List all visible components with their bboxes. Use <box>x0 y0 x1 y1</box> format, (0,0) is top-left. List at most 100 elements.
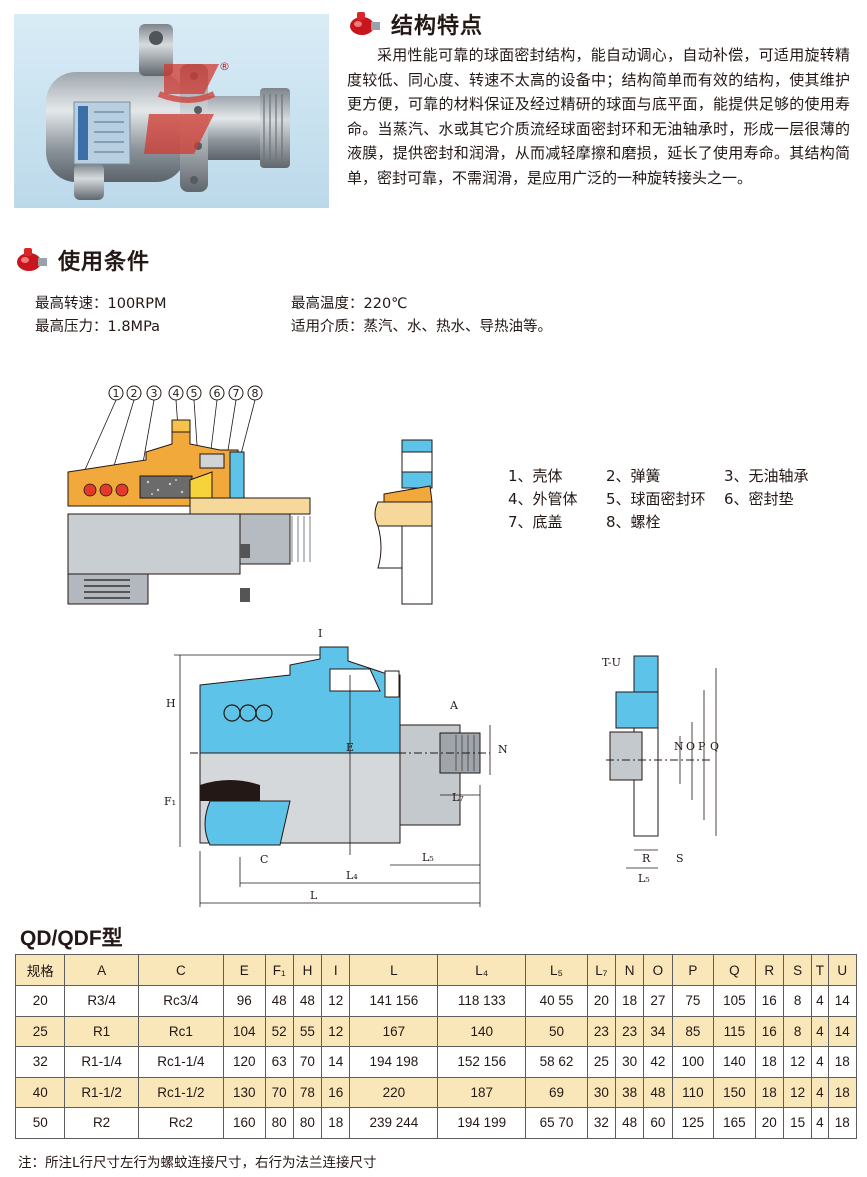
table-cell: 194 198 <box>349 1046 439 1078</box>
col-header: L <box>349 954 439 986</box>
table-cell: 58 62 <box>525 1046 588 1078</box>
table-cell: R2 <box>64 1107 139 1139</box>
table-cell: 125 <box>671 1107 715 1139</box>
table-cell: 150 <box>713 1076 756 1108</box>
table-cell: 18 <box>827 1107 858 1139</box>
table-cell: 187 <box>437 1076 527 1108</box>
dim-label-L4: L₄ <box>346 869 358 882</box>
part-number-8: 8 <box>247 385 263 401</box>
dim-label-R: R <box>642 852 651 865</box>
section-conditions-title: 使用条件 <box>58 250 151 275</box>
table-cell: 34 <box>643 1015 673 1047</box>
table-cell: 14 <box>827 985 858 1017</box>
table-cell: 23 <box>614 1015 645 1047</box>
table-cell: 165 <box>713 1107 756 1139</box>
table-cell: 18 <box>614 985 645 1017</box>
dim-label-N: N <box>498 743 508 756</box>
svg-text:8: 8 <box>252 387 259 400</box>
table-cell: 118 133 <box>437 985 527 1017</box>
spec-table: 规格 A C E F₁ H I L L₄ L₅ L₇ N O P Q R S T… <box>14 954 858 1139</box>
part-number-1: 1 <box>108 385 124 401</box>
table-cell: 4 <box>811 1107 829 1139</box>
legend-oilless-bearing: 3、无油轴承 <box>724 467 809 485</box>
table-cell: 14 <box>321 1046 351 1078</box>
table-cell: 16 <box>321 1076 351 1108</box>
table-cell: 75 <box>671 985 715 1017</box>
table-cell: 115 <box>713 1015 756 1047</box>
cross-section-diagram: 1 2 3 4 5 6 7 8 <box>67 385 311 605</box>
col-header: E <box>222 954 266 986</box>
table-cell: 70 <box>264 1076 294 1108</box>
svg-text:3: 3 <box>151 387 158 400</box>
col-header: Q <box>713 954 756 986</box>
legend-row-1: 1、壳体 2、弹簧 3、无油轴承 <box>508 465 809 488</box>
legend-spring: 2、弹簧 <box>606 467 661 485</box>
dim-label-S: S <box>676 852 684 865</box>
table-cell: 20 <box>14 985 66 1017</box>
table-cell: 25 <box>586 1046 616 1078</box>
svg-text:1: 1 <box>113 387 120 400</box>
svg-text:7: 7 <box>233 387 240 400</box>
table-cell: 65 70 <box>525 1107 588 1139</box>
legend-housing: 1、壳体 <box>508 467 563 485</box>
dim-label-L7: L₇ <box>452 791 464 804</box>
col-header: H <box>292 954 323 986</box>
table-cell: 105 <box>713 985 756 1017</box>
table-cell: 141 156 <box>349 985 439 1017</box>
part-number-4: 4 <box>168 385 184 401</box>
dim-label-N-flange: N <box>674 740 684 753</box>
table-cell: 48 <box>643 1076 673 1108</box>
legend-spherical-seal: 5、球面密封环 <box>606 490 706 508</box>
col-header: L₇ <box>586 954 616 986</box>
col-header: F₁ <box>264 954 294 986</box>
table-cell: 167 <box>349 1015 439 1047</box>
table-cell: 96 <box>222 985 266 1017</box>
dim-label-TU: T-U <box>602 656 621 669</box>
table-cell: 27 <box>643 985 673 1017</box>
dim-label-H: H <box>166 697 176 710</box>
table-cell: 8 <box>782 985 813 1017</box>
table-cell: 152 156 <box>437 1046 527 1078</box>
table-cell: Rc1-1/4 <box>137 1046 224 1078</box>
rotary-joint-icon <box>17 248 47 271</box>
part-number-6: 6 <box>209 385 225 401</box>
table-cell: 63 <box>264 1046 294 1078</box>
table-cell: 60 <box>643 1107 673 1139</box>
table-cell: 55 <box>292 1015 323 1047</box>
registered-mark: ® <box>219 60 230 73</box>
table-cell: 78 <box>292 1076 323 1108</box>
col-header: T <box>811 954 829 986</box>
table-cell: 8 <box>782 1015 813 1047</box>
table-cell: Rc2 <box>137 1107 224 1139</box>
max-pressure: 最高压力：1.8MPa <box>35 319 161 335</box>
max-temperature: 最高温度：220℃ <box>291 296 408 312</box>
svg-text:5: 5 <box>191 387 198 400</box>
dim-label-F1: F₁ <box>164 795 176 808</box>
table-cell: 38 <box>614 1076 645 1108</box>
table-cell: 80 <box>264 1107 294 1139</box>
legend-outer-tube: 4、外管体 <box>508 490 578 508</box>
table-cell: 16 <box>754 985 784 1017</box>
legend-bolt: 8、螺栓 <box>606 513 661 531</box>
table-cell: 239 244 <box>349 1107 439 1139</box>
table-cell: 48 <box>292 985 323 1017</box>
table-cell: 4 <box>811 985 829 1017</box>
col-header: 规格 <box>14 954 66 986</box>
table-cell: 23 <box>586 1015 616 1047</box>
col-header: N <box>614 954 645 986</box>
table-cell: 32 <box>14 1046 66 1078</box>
col-header: I <box>321 954 351 986</box>
table-cell: 16 <box>754 1015 784 1047</box>
part-number-3: 3 <box>146 385 162 401</box>
table-cell: 18 <box>321 1107 351 1139</box>
col-header: U <box>827 954 858 986</box>
table-cell: 12 <box>782 1076 813 1108</box>
dim-label-C: C <box>260 853 268 866</box>
table-cell: 104 <box>222 1015 266 1047</box>
legend-bottom-cover: 7、底盖 <box>508 513 563 531</box>
col-header: P <box>671 954 715 986</box>
svg-text:4: 4 <box>173 387 180 400</box>
table-footnote: 注：所注L行尺寸左行为螺蚊连接尺寸，右行为法兰连接尺寸 <box>18 1155 377 1171</box>
